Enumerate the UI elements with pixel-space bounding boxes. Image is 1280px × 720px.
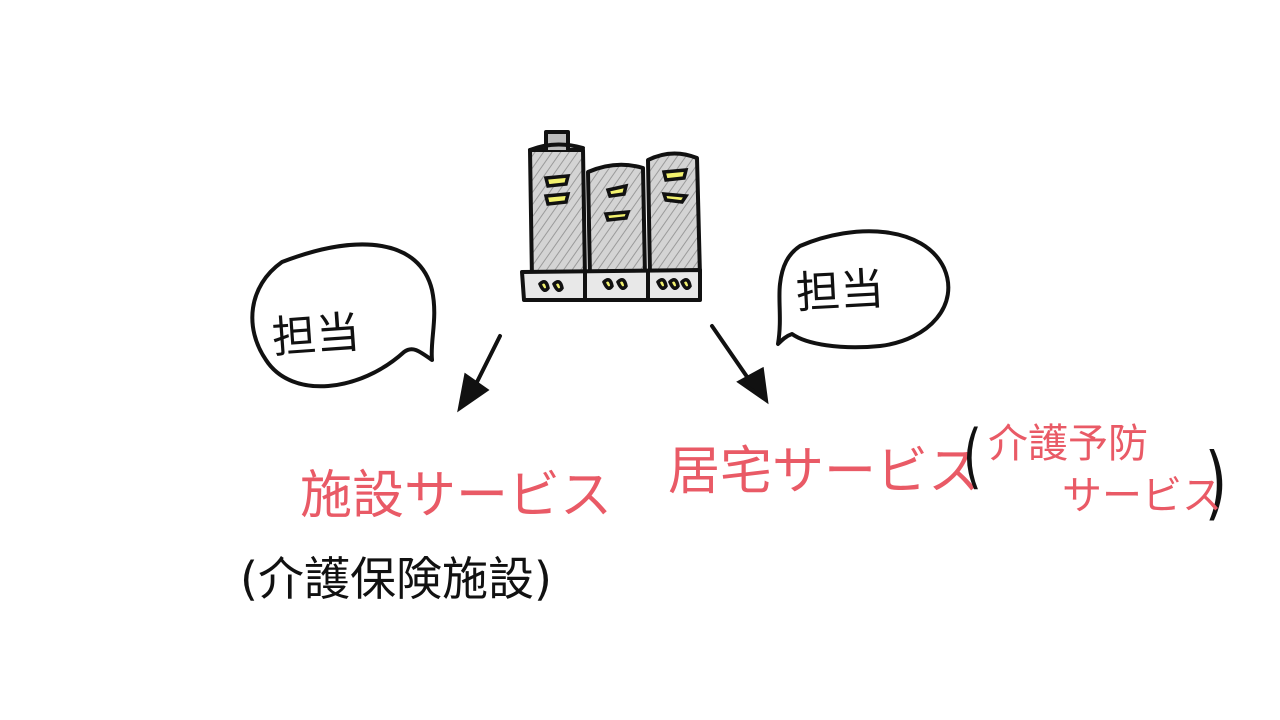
- home-service-label: 居宅サービス: [668, 442, 981, 502]
- paren-open: (: [963, 416, 982, 497]
- facility-service-label: 施設サービス: [300, 466, 613, 526]
- facility-service-note: (介護保険施設): [240, 556, 552, 602]
- building-windows: [538, 168, 692, 292]
- note-text: 介護保険施設: [257, 552, 534, 606]
- arrow-right-icon: [710, 324, 769, 405]
- home-note-parens: ( ): [963, 416, 1227, 530]
- home-service-note-line2: サービス: [1062, 473, 1222, 519]
- bubble-right-text: 担当: [794, 263, 886, 320]
- paren-close: ): [1205, 437, 1227, 530]
- speech-bubble-left-icon: [250, 242, 437, 389]
- bubble-left-text: 担当: [270, 306, 362, 365]
- home-service-note-line1: 介護予防: [988, 421, 1148, 467]
- paren-open: (: [240, 552, 258, 606]
- speech-bubble-right-icon: [776, 229, 951, 350]
- paren-close: ): [533, 552, 552, 606]
- arrow-left-icon: [457, 334, 502, 413]
- building-icon: [520, 130, 702, 302]
